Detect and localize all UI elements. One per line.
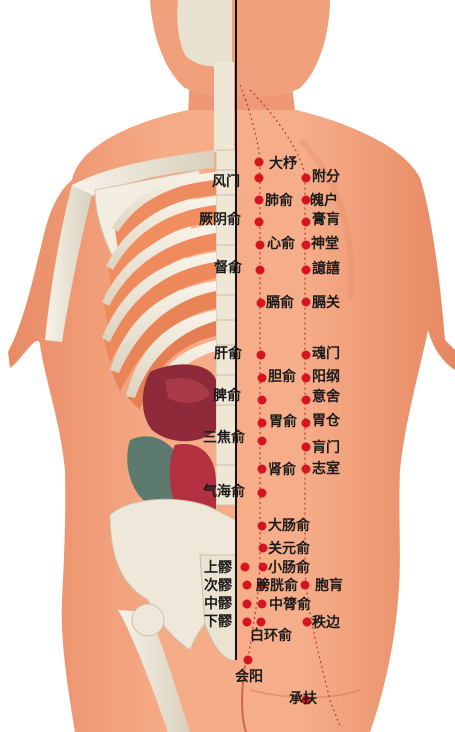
acupoint-dot [302, 241, 311, 250]
label-sanjiaoshu: 三焦俞 [203, 429, 246, 446]
label-xiaochangshu: 小肠俞 [268, 559, 311, 576]
label-fufen: 附分 [312, 168, 340, 185]
label-zhongliao: 中髎 [204, 595, 233, 612]
acupoint-dot [302, 218, 311, 227]
acupoint-dot [257, 618, 266, 627]
acupoint-dot [257, 299, 266, 308]
label-dazhu: 大杼 [269, 155, 298, 172]
label-xinshu: 心俞 [267, 235, 296, 252]
acupoint-dot [258, 600, 267, 609]
acupoint-dot [255, 196, 264, 205]
label-feishu: 肺俞 [265, 192, 294, 209]
acupoint-dot [302, 465, 311, 474]
acupoint-dot [303, 618, 312, 627]
label-yishe: 意舍 [312, 388, 341, 405]
acupoint-dot [302, 174, 311, 183]
acupoint-dot [258, 437, 267, 446]
label-hunmen: 魂门 [312, 345, 340, 362]
label-yanggang: 阳纲 [312, 368, 340, 385]
label-xialiao: 下髎 [204, 613, 233, 630]
label-pohu: 魄户 [310, 192, 338, 209]
label-huiyang: 会阳 [235, 668, 263, 685]
label-geguan: 膈关 [311, 294, 340, 311]
label-pangguangshu: 膀胱俞 [255, 577, 299, 594]
acupoint-dot [243, 618, 252, 627]
acupoint-dot [255, 174, 264, 183]
label-yixi: 譩譆 [312, 260, 340, 277]
label-geshu: 膈俞 [265, 294, 295, 311]
label-huangmen: 肓门 [312, 439, 340, 456]
acupoint-dot [258, 489, 267, 498]
acupoint-dot [243, 581, 252, 590]
label-zhibian: 秩边 [312, 614, 341, 631]
acupoint-dot [255, 218, 264, 227]
acupoint-dot [256, 241, 265, 250]
label-jueyinshu: 厥阴俞 [199, 211, 242, 228]
acupoint-dot [302, 374, 311, 383]
acupoint-dot [302, 443, 311, 452]
acupoint-dot [302, 351, 311, 360]
label-pishu: 脾俞 [213, 387, 242, 404]
acupoint-dot [302, 266, 311, 275]
acupoint-dot [243, 600, 252, 609]
label-baohuang: 胞肓 [314, 577, 343, 594]
acupoint-dot [258, 419, 267, 428]
label-baihuanshu: 白环俞 [250, 627, 293, 644]
label-ciliao: 次髎 [204, 577, 233, 594]
label-guanyuanshu: 关元俞 [268, 540, 311, 557]
acupoint-dot [302, 298, 311, 307]
label-gaohuang: 膏肓 [312, 211, 340, 228]
acupoint-dot [258, 374, 267, 383]
label-dachangshu: 大肠俞 [268, 517, 311, 534]
label-qihaishu: 气海俞 [202, 483, 246, 500]
label-shangliao: 上髎 [204, 559, 233, 576]
label-chengfu: 承扶 [289, 690, 318, 707]
label-ganshu: 肝俞 [214, 345, 243, 362]
label-zhonglvshu: 中膂俞 [269, 596, 312, 613]
acupoint-dot [302, 419, 311, 428]
label-danshu: 胆俞 [268, 368, 297, 385]
label-weishu: 胃俞 [269, 413, 298, 430]
acupoint-dot [255, 158, 264, 167]
acupoint-dot [259, 544, 268, 553]
acupoint-dot [302, 396, 311, 405]
label-weicang: 胃仓 [312, 412, 341, 429]
acupoint-dot [244, 656, 253, 665]
acupoint-dot [301, 581, 310, 590]
acupoint-dot [256, 266, 265, 275]
label-dushu: 督俞 [214, 259, 243, 276]
label-fengmen: 风门 [212, 173, 240, 190]
acupoint-dot [241, 563, 250, 572]
acupoint-dot [258, 465, 267, 474]
acupoint-dot [258, 522, 267, 531]
label-zhishi: 志室 [312, 460, 340, 477]
acupoint-dot [259, 563, 268, 572]
acupoint-dot [257, 351, 266, 360]
label-shenshu: 肾俞 [268, 461, 297, 478]
label-shentang: 神堂 [311, 235, 339, 252]
acupoint-dot [258, 396, 267, 405]
